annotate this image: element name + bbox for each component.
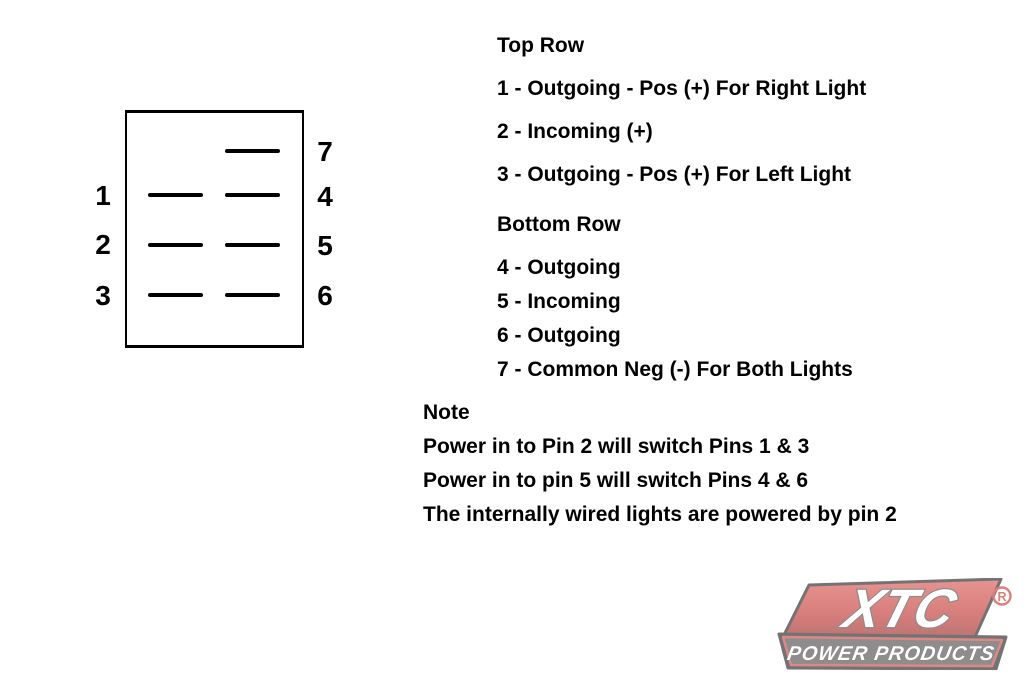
pin-label-6: 6 — [317, 280, 333, 311]
pin-2-description: 2 - Incoming (+) — [497, 120, 653, 143]
terminal-pin-1 — [148, 193, 203, 197]
xtc-power-products-logo: XTC R POWER PRODUCTS — [777, 577, 1013, 671]
pin-label-7: 7 — [317, 136, 333, 167]
terminal-pin-3 — [148, 293, 203, 297]
note-line-3: The internally wired lights are powered … — [423, 503, 897, 526]
pin-label-1: 1 — [95, 180, 111, 211]
logo-brand-text: XTC — [835, 578, 965, 639]
terminal-pin-7 — [225, 149, 280, 153]
terminal-pin-6 — [225, 293, 280, 297]
terminal-pin-5 — [225, 243, 280, 247]
pin-label-5: 5 — [317, 230, 333, 261]
bottom-row-heading: Bottom Row — [497, 213, 621, 236]
note-heading: Note — [423, 401, 470, 424]
xtc-logo-graphic: XTC R POWER PRODUCTS — [777, 577, 1012, 671]
pin-label-2: 2 — [95, 229, 111, 260]
registered-trademark-icon — [992, 586, 1012, 606]
pin-5-description: 5 - Incoming — [497, 290, 621, 313]
switch-outline — [125, 110, 304, 348]
pin-4-description: 4 - Outgoing — [497, 256, 621, 279]
pin-6-description: 6 - Outgoing — [497, 324, 621, 347]
pin-label-4: 4 — [317, 181, 333, 212]
pin-1-description: 1 - Outgoing - Pos (+) For Right Light — [497, 77, 867, 100]
top-row-heading: Top Row — [497, 34, 585, 57]
registered-trademark-letter: R — [997, 590, 1006, 604]
terminal-pin-4 — [225, 193, 280, 197]
logo-tagline-text: POWER PRODUCTS — [786, 643, 997, 665]
pin-7-description: 7 - Common Neg (-) For Both Lights — [497, 358, 853, 381]
pin-3-description: 3 - Outgoing - Pos (+) For Left Light — [497, 163, 852, 186]
note-line-1: Power in to Pin 2 will switch Pins 1 & 3 — [423, 435, 810, 458]
pin-label-3: 3 — [95, 280, 111, 311]
logo-banner — [781, 635, 1004, 668]
note-line-2: Power in to pin 5 will switch Pins 4 & 6 — [423, 469, 809, 492]
terminal-pin-2 — [148, 243, 203, 247]
